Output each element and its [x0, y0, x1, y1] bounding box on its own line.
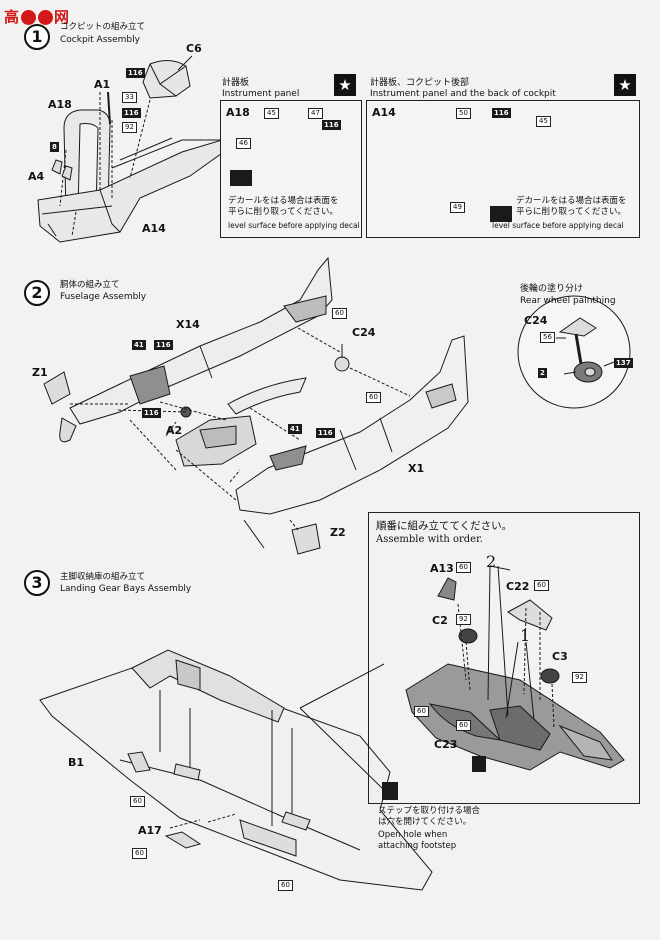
star-icon: ★ — [614, 74, 636, 96]
instrument-panel-title-en: Instrument panel — [222, 89, 300, 99]
color-code-46: 46 — [236, 138, 251, 149]
panel-back-title-jp: 計器板、コクピット後部 — [370, 78, 470, 88]
decal-note-jp-2: 平らに削り取ってください。 — [228, 207, 338, 217]
part-label-c6: C6 — [186, 42, 202, 55]
decal-note-jp-1: デカールをはる場合は表面を — [516, 196, 627, 206]
part-label-c24: C24 — [352, 326, 376, 339]
paint-code-8: 8 — [50, 142, 59, 152]
drill-icon — [472, 756, 486, 772]
order-number-2: 2 — [486, 552, 497, 571]
cockpit-title-en: Cockpit Assembly — [60, 35, 140, 45]
part-label-a14: A14 — [142, 222, 166, 235]
part-label-a2: A2 — [166, 424, 183, 437]
part-label-c22: C22 — [506, 580, 530, 593]
panel-back-title-en: Instrument panel and the back of cockpit — [370, 89, 556, 99]
paint-code-92: 92 — [456, 614, 471, 625]
paint-code-60: 60 — [332, 308, 347, 319]
part-label-a13: A13 — [430, 562, 454, 575]
order-number-1: 1 — [520, 626, 531, 645]
part-label-z2: Z2 — [330, 526, 346, 539]
decal-note-en: level surface before applying decal — [228, 221, 360, 230]
instrument-panel-title-jp: 計器板 — [222, 78, 250, 88]
landing-gear-title-jp: 主脚収納庫の組み立て — [60, 572, 146, 582]
paint-code-116: 116 — [154, 340, 173, 350]
step-1-badge: 1 — [24, 24, 50, 50]
decal-note-jp-2: 平らに削り取ってください。 — [516, 207, 626, 217]
part-label-z1: Z1 — [32, 366, 48, 379]
color-code-45: 45 — [264, 108, 279, 119]
paint-code-116: 116 — [122, 108, 141, 118]
paint-code-41: 41 — [132, 340, 146, 350]
paint-code-60: 60 — [414, 706, 429, 717]
landing-gear-title-en: Landing Gear Bays Assembly — [60, 584, 192, 594]
part-label-b1: B1 — [68, 756, 85, 769]
paint-code-116: 116 — [322, 120, 341, 130]
part-label-c2: C2 — [432, 614, 448, 627]
star-icon: ★ — [334, 74, 356, 96]
paint-code-56: 56 — [540, 332, 555, 343]
color-code-47: 47 — [308, 108, 323, 119]
paint-code-116: 116 — [126, 68, 145, 78]
paint-code-60: 60 — [132, 848, 147, 859]
color-code-45: 45 — [536, 116, 551, 127]
part-label-a14: A14 — [372, 106, 396, 119]
step-note-jp-1: ステップを取り付ける場合 — [378, 806, 481, 816]
decal-note-en: level surface before applying decal — [492, 221, 624, 230]
color-code-49: 49 — [450, 202, 465, 213]
step-2-badge: 2 — [24, 280, 50, 306]
rear-wheel-title-en: Rear wheel painthing — [520, 296, 616, 306]
drill-icon — [382, 782, 398, 800]
watermark-logo: 高网 — [4, 8, 71, 26]
part-label-a18: A18 — [48, 98, 72, 111]
part-label-x1: X1 — [408, 462, 425, 475]
part-label-a4: A4 — [28, 170, 45, 183]
order-box-title-jp: 順番に組み立ててください。 — [376, 520, 513, 532]
part-label-c24: C24 — [524, 314, 548, 327]
paint-code-116: 116 — [142, 408, 161, 418]
part-label-c3: C3 — [552, 650, 568, 663]
decal-note-jp-1: デカールをはる場合は表面を — [228, 196, 339, 206]
paint-code-92: 92 — [572, 672, 587, 683]
cockpit-title-jp: コクピットの組み立て — [60, 22, 146, 32]
part-label-a1: A1 — [94, 78, 111, 91]
paint-code-137: 137 — [614, 358, 633, 368]
step-note-jp-2: は穴を開けてください。 — [378, 817, 472, 827]
paint-code-116: 116 — [316, 428, 335, 438]
paint-code-41: 41 — [288, 424, 302, 434]
rear-wheel-title-jp: 後輪の塗り分け — [520, 284, 584, 294]
step-3-badge: 3 — [24, 570, 50, 596]
paint-code-60: 60 — [130, 796, 145, 807]
paint-code-60: 60 — [366, 392, 381, 403]
paint-code-60: 60 — [534, 580, 549, 591]
paint-code-2: 2 — [538, 368, 547, 378]
paint-code-60: 60 — [456, 720, 471, 731]
part-label-x14: X14 — [176, 318, 200, 331]
part-label-a18: A18 — [226, 106, 250, 119]
paint-code-60: 60 — [278, 880, 293, 891]
paint-code-92: 92 — [122, 122, 137, 133]
fuselage-title-jp: 胴体の組み立て — [60, 280, 120, 290]
paint-code-33: 33 — [122, 92, 137, 103]
decal-icon — [490, 206, 512, 222]
step-note-en-1: Open hole when — [378, 830, 448, 840]
decal-icon — [230, 170, 252, 186]
color-code-50: 50 — [456, 108, 471, 119]
order-box-title-en: Assemble with order. — [376, 534, 483, 545]
paint-code-60: 60 — [456, 562, 471, 573]
paint-code-116: 116 — [492, 108, 511, 118]
order-box — [368, 512, 640, 804]
step-note-en-2: attaching footstep — [378, 841, 457, 851]
fuselage-title-en: Fuselage Assembly — [60, 292, 147, 302]
part-label-a17: A17 — [138, 824, 162, 837]
part-label-c23: C23 — [434, 738, 458, 751]
